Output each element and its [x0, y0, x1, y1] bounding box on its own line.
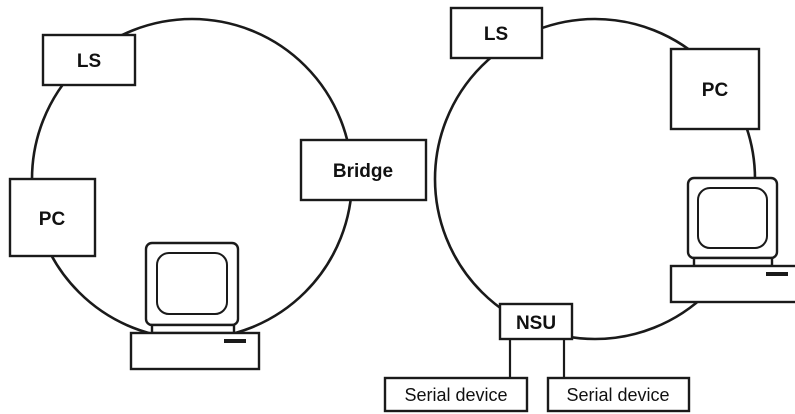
right-ls-box: [449, 6, 544, 60]
left-workstation-icon: [129, 241, 261, 371]
bridge-box: [299, 138, 428, 202]
left-monitor-stand: [150, 323, 236, 335]
right-drive-slot: [766, 272, 788, 276]
right-pc-label: PC: [702, 80, 729, 101]
nsu-box: [498, 302, 574, 341]
left-ls-node: LS: [41, 33, 137, 87]
left-ls-box: [41, 33, 137, 87]
left-keyboard-base: [129, 331, 261, 371]
right-keyboard-base: [669, 264, 795, 304]
left-monitor-screen: [156, 252, 228, 315]
nsu-node: NSU: [498, 302, 574, 341]
serial-device-label-1: Serial device: [404, 385, 507, 405]
left-pc-node: PC: [8, 177, 97, 258]
left-pc-label: PC: [39, 209, 66, 230]
serial-device-2: Serial device: [546, 376, 691, 413]
bridge-label: Bridge: [333, 161, 393, 182]
left-drive-slot: [224, 339, 246, 343]
serial-device-box-2: [546, 376, 691, 413]
serial-device-1: Serial device: [383, 376, 529, 413]
serial-device-label-2: Serial device: [566, 385, 669, 405]
right-pc-node: PC: [669, 47, 761, 131]
nsu-label: NSU: [516, 313, 556, 334]
right-ls-node: LS: [449, 6, 544, 60]
left-ls-label: LS: [77, 51, 101, 72]
right-workstation-icon: [669, 176, 795, 304]
right-monitor-screen: [697, 187, 768, 249]
right-monitor-stand: [692, 256, 774, 268]
serial-device-box-1: [383, 376, 529, 413]
right-ls-label: LS: [484, 24, 508, 45]
bridge-node: Bridge: [299, 138, 428, 202]
left-pc-box: [8, 177, 97, 258]
right-pc-box: [669, 47, 761, 131]
